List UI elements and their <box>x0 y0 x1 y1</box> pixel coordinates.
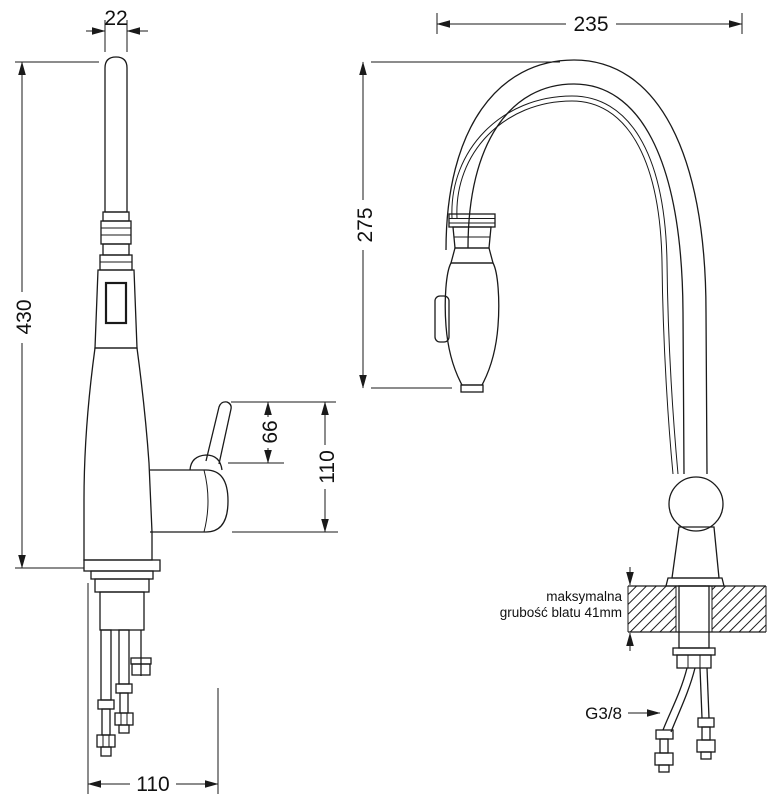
dimension-base-width: 110 <box>87 583 219 796</box>
gooseneck-spout <box>445 59 708 475</box>
dim-label-spout-width: 22 <box>104 7 127 30</box>
dimension-total-height: 430 <box>13 61 99 569</box>
front-view-faucet <box>434 59 767 773</box>
display-window <box>104 281 128 325</box>
countertop-section <box>627 585 767 633</box>
dimension-reach: 235 <box>436 13 743 36</box>
dim-label-handle-span: 110 <box>316 450 339 483</box>
mounting-hardware <box>96 629 152 757</box>
spout-tube <box>104 56 128 213</box>
dim-label-reach: 235 <box>573 13 608 36</box>
side-view-faucet <box>83 56 232 757</box>
pull-out-spray-head <box>434 213 500 393</box>
dimension-spout-width: 22 <box>86 7 148 52</box>
spray-hose <box>451 95 679 475</box>
dimension-handle-span: 110 <box>232 401 339 533</box>
dim-label-total-height: 430 <box>13 299 36 334</box>
handle-lever <box>189 401 232 471</box>
shank-and-fixing <box>672 585 716 669</box>
spout-collar <box>99 211 133 271</box>
countertop-note: maksymalna grubość blatu 41mm <box>500 567 634 651</box>
supply-hoses <box>654 667 716 773</box>
dimension-handle-height: 66 <box>228 401 336 464</box>
countertop-note-line2: grubość blatu 41mm <box>500 605 622 620</box>
dim-label-clearance: 275 <box>354 207 377 242</box>
dim-label-handle-height: 66 <box>259 420 282 443</box>
thread-label: G3/8 <box>585 704 661 723</box>
dim-label-base-width: 110 <box>136 773 169 796</box>
spray-button <box>434 295 450 343</box>
countertop-note-line1: maksymalna <box>546 589 622 604</box>
dimension-clearance: 275 <box>354 61 560 389</box>
side-outlet <box>150 469 229 533</box>
thread-label-text: G3/8 <box>585 704 622 723</box>
front-view: 235 275 maksymalna grubość blatu 41mm G3… <box>354 13 767 773</box>
side-view: 22 430 66 110 <box>13 7 339 796</box>
